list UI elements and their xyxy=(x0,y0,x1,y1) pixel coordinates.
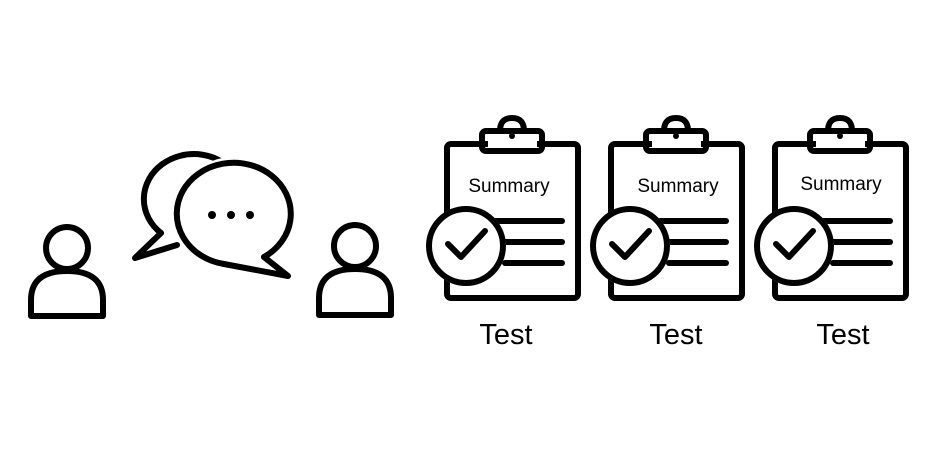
chat-bubbles-icon xyxy=(132,151,294,279)
person-left-icon xyxy=(28,224,106,319)
clipboard-title: Summary xyxy=(468,176,550,197)
clipboard-check-icon xyxy=(590,115,745,301)
card-caption: Test xyxy=(649,319,702,351)
clipboard-check-icon xyxy=(754,115,909,301)
clipboard-card-3: Summary Test xyxy=(754,115,909,351)
ellipsis-icon xyxy=(208,211,254,219)
clipboard-card-1: Summary Test xyxy=(426,115,581,351)
clipboard-title: Summary xyxy=(637,176,719,197)
person-right-icon xyxy=(316,222,394,318)
clipboard-title: Summary xyxy=(800,174,882,195)
clipboard-check-icon xyxy=(426,115,581,301)
card-caption: Test xyxy=(816,319,869,351)
clipboard-card-2: Summary Test xyxy=(590,115,745,351)
card-caption: Test xyxy=(479,319,532,351)
